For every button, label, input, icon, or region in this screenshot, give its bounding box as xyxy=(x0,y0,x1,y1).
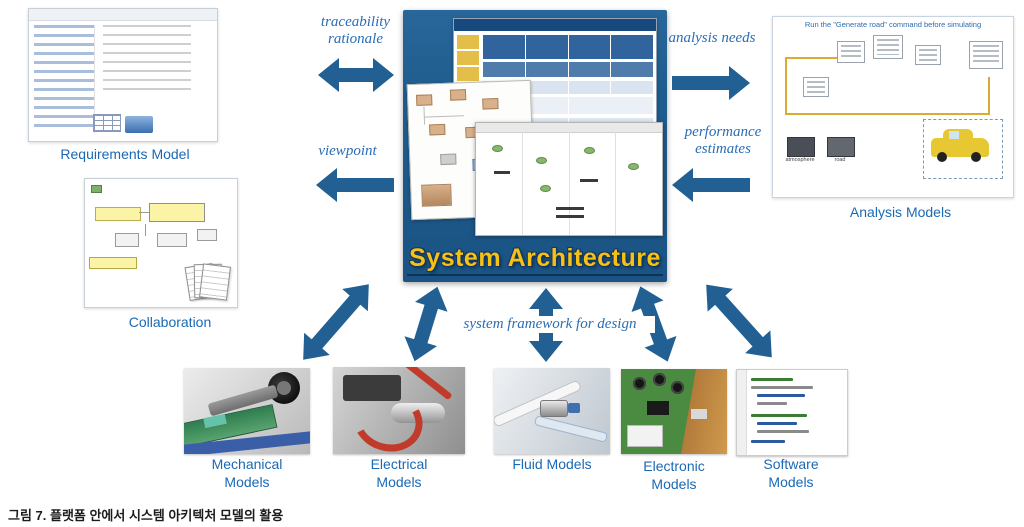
elec-cylinder xyxy=(391,403,445,423)
mechanical-model-image xyxy=(184,368,310,454)
pcb-capacitor xyxy=(671,381,684,394)
collab-block-3 xyxy=(197,229,217,241)
collaboration-thumbnail xyxy=(84,178,238,308)
fluid-models-label: Fluid Models xyxy=(512,456,592,472)
elec-red-cable-2 xyxy=(399,367,453,401)
system-architecture-box: System Architecture xyxy=(403,10,667,282)
analysis-wire-h2 xyxy=(785,57,847,59)
pcb-connector xyxy=(627,425,663,447)
requirements-model-label: Requirements Model xyxy=(60,146,190,162)
requirements-toolbar xyxy=(29,9,217,21)
requirements-device-icon xyxy=(125,116,153,133)
arrow-traceability xyxy=(318,58,394,92)
collab-block-1 xyxy=(115,233,139,247)
electronic-model-image xyxy=(621,369,727,454)
analysis-component-box xyxy=(837,41,865,63)
elec-black-block xyxy=(343,375,401,401)
electrical-model-image xyxy=(333,367,465,454)
analysis-car-wheel xyxy=(971,152,981,162)
figure-caption: 그림 7. 플랫폼 안에서 시스템 아키텍처 모델의 활용 xyxy=(8,508,284,523)
collab-green-marker xyxy=(91,185,102,193)
electrical-models-label: Electrical Models xyxy=(370,456,428,490)
system-framework-label: system framework for design xyxy=(445,316,655,334)
requirements-tree-pane xyxy=(34,25,95,133)
pcb-capacitor xyxy=(633,377,646,390)
software-models-label: Software Models xyxy=(763,456,819,490)
performance-estimates-label: performance estimates xyxy=(684,124,762,158)
collab-highlight-bar-2 xyxy=(89,257,137,269)
viewpoint-label: viewpoint xyxy=(318,143,377,159)
analysis-component-box xyxy=(803,77,829,97)
analysis-needs-label: analysis needs xyxy=(668,30,756,46)
analysis-models-label: Analysis Models xyxy=(849,204,952,220)
arrow-analysis-needs xyxy=(672,66,750,100)
analysis-wire-h1 xyxy=(785,113,990,115)
fluid-blue-fitting xyxy=(568,403,580,413)
pcb-silver-part xyxy=(691,409,707,419)
electronic-models-label: Electronic Models xyxy=(643,458,705,492)
requirements-mini-table xyxy=(93,114,121,132)
pcb-capacitor xyxy=(653,373,666,386)
arrow-software xyxy=(693,273,785,369)
analysis-road-label: road xyxy=(834,157,846,163)
requirements-model-thumbnail xyxy=(28,8,218,142)
analysis-road-block xyxy=(827,137,855,157)
analysis-models-thumbnail: Run the "Generate road" command before s… xyxy=(772,16,1014,198)
collab-connector-1 xyxy=(139,212,149,213)
collab-highlight-bar xyxy=(95,207,141,221)
analysis-car-selection xyxy=(923,119,1003,179)
software-model-image xyxy=(736,369,848,456)
analysis-car-window xyxy=(949,131,959,139)
architecture-flowchart-screenshot xyxy=(475,122,663,236)
collab-papers-stack xyxy=(184,261,231,303)
collab-highlight-box xyxy=(149,203,205,222)
analysis-car-wheel xyxy=(937,152,947,162)
system-architecture-title: System Architecture xyxy=(403,244,667,276)
collaboration-label: Collaboration xyxy=(128,314,212,330)
collab-connector-2 xyxy=(145,224,146,236)
arrow-performance-estimates xyxy=(672,168,750,202)
mechanical-models-label: Mechanical Models xyxy=(211,456,283,490)
requirements-text-pane xyxy=(103,25,191,95)
traceability-rationale-label: traceability rationale xyxy=(320,14,391,48)
pcb-chip xyxy=(647,401,669,415)
table-title-bar xyxy=(454,19,656,31)
analysis-component-box xyxy=(915,45,941,65)
collab-block-2 xyxy=(157,233,187,247)
fluid-pipe-blue xyxy=(533,415,609,443)
analysis-atmosphere-block xyxy=(787,137,815,157)
fluid-model-image xyxy=(494,368,610,454)
arrow-viewpoint xyxy=(316,168,394,202)
analysis-wire-v1 xyxy=(785,59,787,115)
fluid-connector xyxy=(540,400,568,417)
analysis-caption: Run the "Generate road" command before s… xyxy=(804,20,982,29)
analysis-component-box xyxy=(969,41,1003,69)
analysis-wire-v2 xyxy=(988,77,990,115)
analysis-atmosphere-label: atmosphere xyxy=(785,157,815,163)
arrow-mechanical xyxy=(290,273,382,371)
code-gutter xyxy=(737,370,747,455)
mech-hub xyxy=(277,381,291,395)
analysis-component-box xyxy=(873,35,903,59)
paper-icon xyxy=(199,263,231,301)
